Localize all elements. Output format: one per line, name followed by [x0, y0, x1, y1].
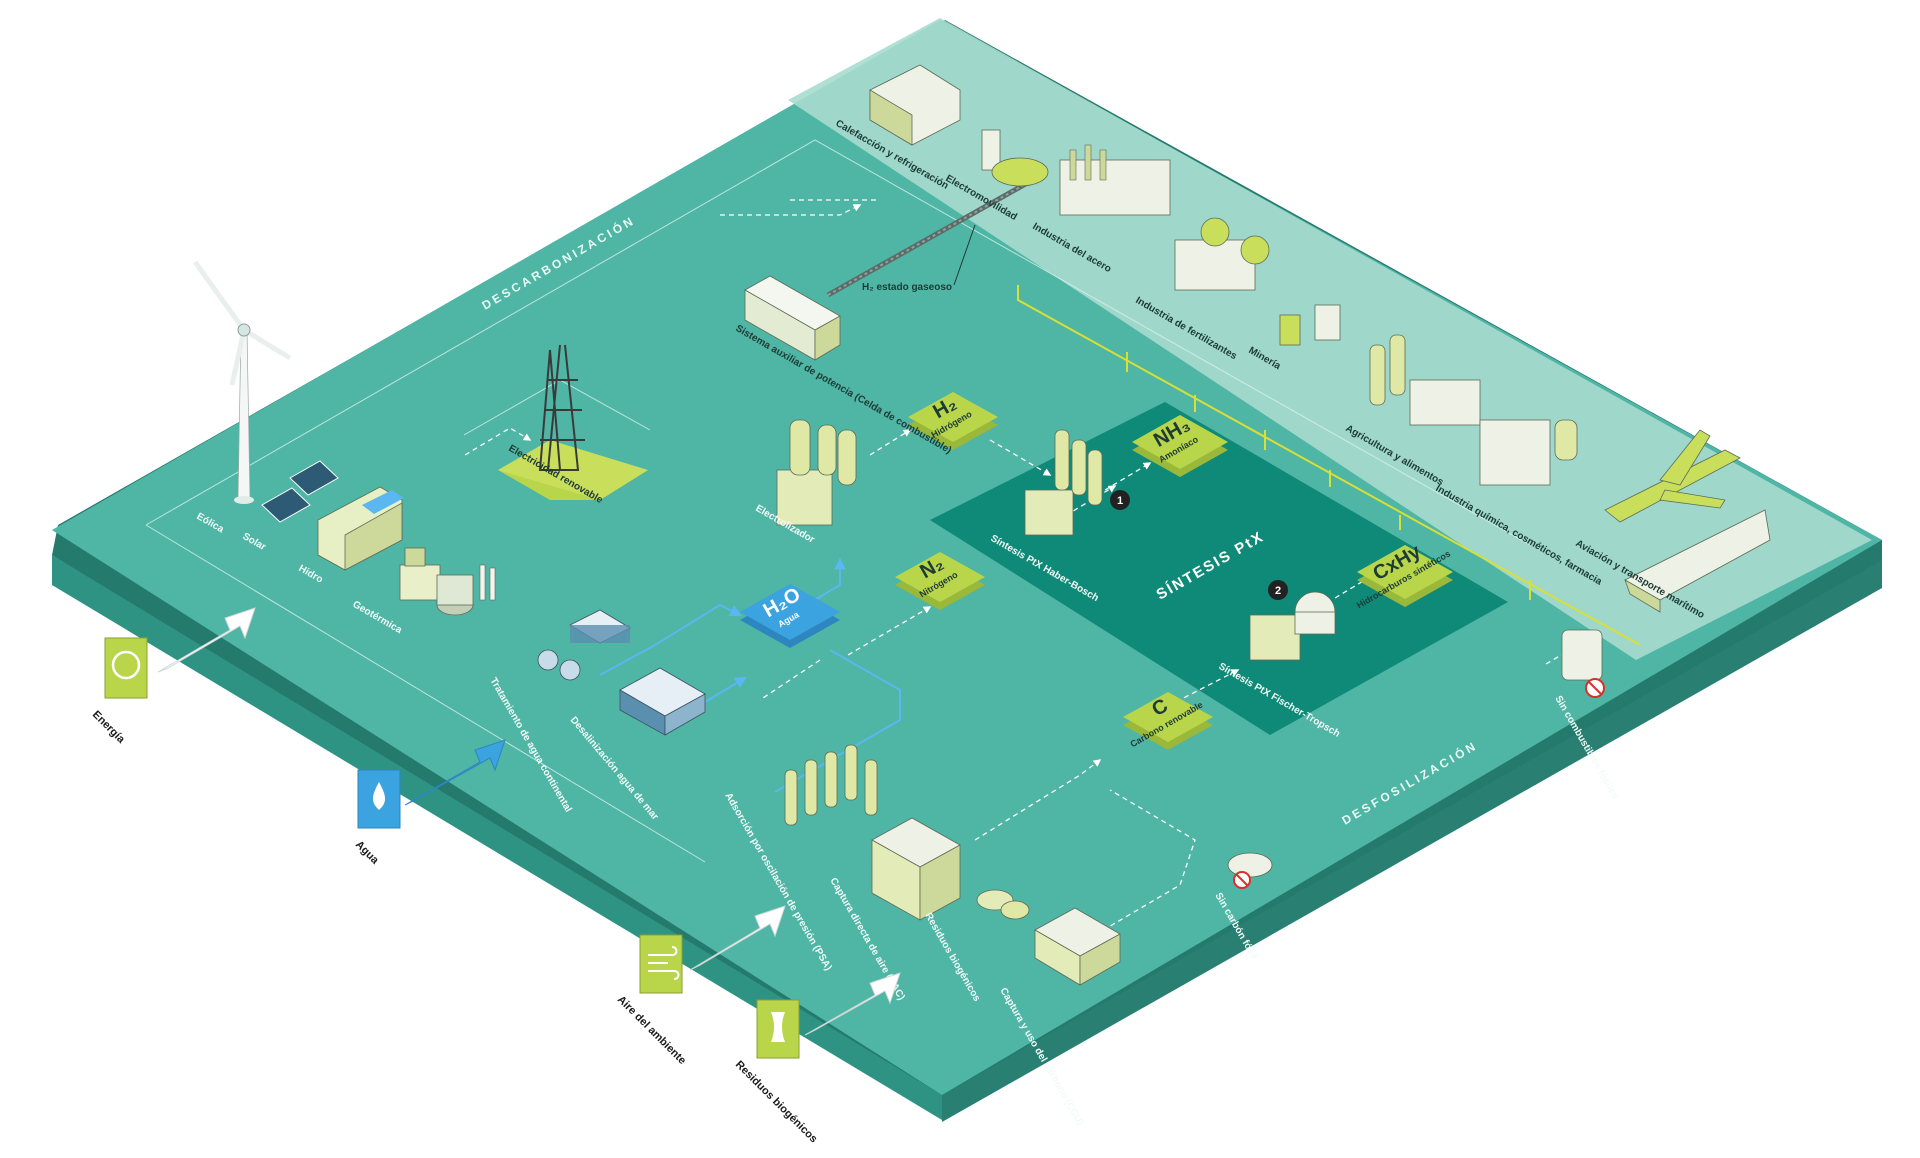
haber-bosch-icon: [1024, 429, 1103, 536]
apple-core-icon: [771, 1012, 785, 1042]
input-energia-label: Energía: [90, 709, 128, 747]
input-aire-label: Aire del ambiente: [615, 994, 688, 1067]
agriculture-silos-icon: [1369, 334, 1481, 426]
wind-turbine-icon: [192, 260, 292, 504]
chemical-plant-icon: [1479, 419, 1578, 486]
fertilizer-plant-icon: [1174, 217, 1270, 291]
water-drop-icon: [372, 782, 386, 810]
psa-columns-icon: [784, 744, 878, 826]
distribution-lines: [1017, 285, 1641, 646]
recycle-energy-icon: [111, 650, 141, 680]
ccu-unit-icon: [1034, 907, 1121, 986]
input-agua[interactable]: Agua: [353, 739, 506, 868]
platform-top: [52, 20, 1882, 1095]
tile-n2[interactable]: N₂ Nitrógeno: [895, 552, 985, 610]
geothermal-plant-icon: [399, 547, 496, 616]
steel-plant-icon: [1059, 144, 1171, 216]
no-coal-icon: [1227, 852, 1273, 889]
platform-side-right: [942, 560, 1882, 1122]
fischer-tropsch-icon: [1249, 591, 1336, 661]
tile-nh3[interactable]: NH₃ Amoníaco: [1132, 414, 1228, 477]
platform-side-left: [52, 555, 942, 1120]
tile-c[interactable]: C Carbono renovable: [1123, 692, 1213, 750]
input-residuos-label: Residuos biogénicos: [733, 1059, 820, 1146]
marker-1-text: 1: [1117, 495, 1123, 507]
label-h2-estado: H₂ estado gaseoso: [862, 282, 952, 293]
tile-h2[interactable]: H₂ Hidrógeno: [908, 392, 998, 450]
biogenic-residue-icon: [976, 889, 1030, 920]
ship-icon: [1624, 509, 1771, 613]
marker-1: 1: [1110, 490, 1130, 510]
marker-2-text: 2: [1275, 585, 1281, 597]
fuel-cell-icon: [744, 275, 841, 361]
no-fossil-fuel-barrel-icon: [1561, 629, 1605, 698]
h2-pipeline: [826, 174, 1040, 298]
electrolyzer-icon: [776, 419, 857, 526]
dac-unit-icon: [871, 817, 961, 921]
wind-icon: [648, 946, 680, 980]
power-tower-icon: [498, 344, 648, 500]
desalination-plant-icon: [619, 667, 706, 736]
house-icon: [869, 64, 961, 146]
tile-h2o[interactable]: H₂O Agua: [740, 584, 840, 648]
ev-charger-icon: [981, 129, 1049, 187]
airplane-icon: [1604, 429, 1741, 523]
solar-panel-icon: [261, 460, 339, 523]
water-treatment-icon: [537, 609, 631, 681]
hydro-dam-icon: [317, 486, 404, 571]
mining-icon: [1279, 304, 1341, 346]
input-agua-label: Agua: [353, 839, 382, 868]
marker-2: 2: [1268, 580, 1288, 600]
